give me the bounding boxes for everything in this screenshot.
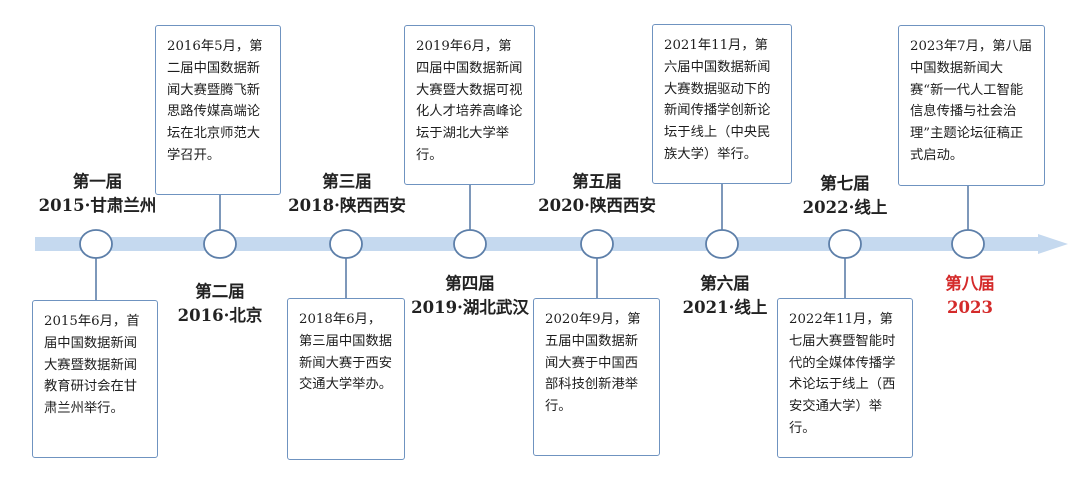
timeline-node-3 xyxy=(329,229,363,259)
timeline-node-4 xyxy=(453,229,487,259)
edition-year-place: 2018·陕西西安 xyxy=(288,196,406,215)
edition-label-6: 第六届 2021·线上 xyxy=(670,272,780,320)
edition-year-place: 2021·线上 xyxy=(682,298,768,317)
event-description-box-6: 2021年11月，第六届中国数据新闻大赛数据驱动下的新闻传播学创新论坛于线上（中… xyxy=(652,24,792,184)
event-description-box-5: 2020年9月，第五届中国数据新闻大赛于中国西部科技创新港举行。 xyxy=(533,298,660,456)
timeline-arrowhead xyxy=(1038,234,1068,254)
timeline-axis-bar xyxy=(35,237,1040,251)
event-description-box-4: 2019年6月，第四届中国数据新闻大赛暨大数据可视化人才培养高峰论坛于湖北大学举… xyxy=(404,25,535,185)
edition-year-place: 2023 xyxy=(947,298,993,317)
edition-label-7: 第七届 2022·线上 xyxy=(790,172,900,220)
event-description-box-8: 2023年7月，第八届中国数据新闻大赛“新一代人工智能信息传播与社会治理”主题论… xyxy=(898,25,1045,186)
edition-year-place: 2016·北京 xyxy=(177,306,263,325)
event-description-box-2: 2016年5月，第二届中国数据新闻大赛暨腾飞新思路传媒高端论坛在北京师范大学召开… xyxy=(155,25,281,195)
edition-label-8: 第八届 2023 xyxy=(930,272,1010,320)
edition-label-1: 第一届 2015·甘肃兰州 xyxy=(35,170,160,218)
timeline-node-7 xyxy=(828,229,862,259)
edition-name: 第四届 xyxy=(445,274,495,293)
edition-label-3: 第三届 2018·陕西西安 xyxy=(282,170,412,218)
timeline-node-5 xyxy=(580,229,614,259)
edition-label-4: 第四届 2019·湖北武汉 xyxy=(405,272,535,320)
event-description-box-3: 2018年6月，第三届中国数据新闻大赛于西安交通大学举办。 xyxy=(287,298,405,460)
edition-name: 第一届 xyxy=(72,172,123,191)
edition-name: 第八届 xyxy=(945,274,995,293)
edition-name: 第五届 xyxy=(572,172,622,191)
edition-year-place: 2020·陕西西安 xyxy=(538,196,656,215)
edition-name: 第三届 xyxy=(322,172,372,191)
edition-label-2: 第二届 2016·北京 xyxy=(160,280,280,328)
edition-name: 第二届 xyxy=(195,282,245,301)
edition-year-place: 2015·甘肃兰州 xyxy=(38,196,157,215)
edition-year-place: 2022·线上 xyxy=(802,198,888,217)
edition-name: 第六届 xyxy=(700,274,750,293)
timeline-node-2 xyxy=(203,229,237,259)
event-description-box-7: 2022年11月，第七届大赛暨智能时代的全媒体传播学术论坛于线上（西安交通大学）… xyxy=(777,298,913,458)
edition-name: 第七届 xyxy=(820,174,870,193)
timeline-node-1 xyxy=(79,229,113,259)
event-description-box-1: 2015年6月，首届中国数据新闻大赛暨数据新闻教育研讨会在甘肃兰州举行。 xyxy=(32,300,158,458)
edition-label-5: 第五届 2020·陕西西安 xyxy=(532,170,662,218)
timeline-node-6 xyxy=(705,229,739,259)
timeline-node-8 xyxy=(951,229,985,259)
edition-year-place: 2019·湖北武汉 xyxy=(411,298,529,317)
